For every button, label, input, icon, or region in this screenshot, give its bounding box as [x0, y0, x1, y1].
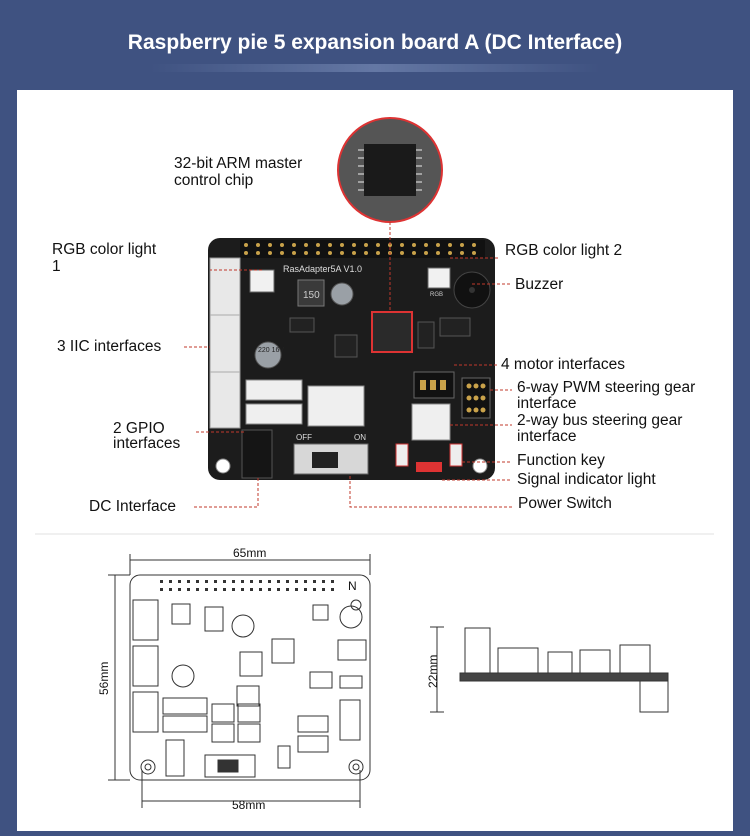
header: Raspberry pie 5 expansion board A (DC In… — [0, 0, 750, 92]
feature-labels: 32-bit ARM master control chip RGB color… — [52, 155, 695, 515]
capacitor — [330, 282, 354, 306]
leader-lines — [184, 257, 512, 508]
on-label: ON — [354, 433, 366, 442]
dim-height: 56mm — [97, 662, 111, 695]
pwm-label-line1: 6-way PWM steering gear — [517, 379, 695, 396]
iic-connector-strip — [209, 257, 241, 429]
signal-led — [416, 462, 442, 472]
function-key — [395, 443, 409, 467]
bus-servo-connector — [411, 403, 451, 441]
mcu-chip — [371, 311, 413, 353]
inductor — [297, 279, 325, 307]
iic-label: 3 IIC interfaces — [57, 338, 161, 355]
dimension-drawing — [108, 554, 669, 808]
rgb-led-1 — [249, 269, 275, 293]
iic-connector-middle — [307, 385, 365, 427]
function-key-label: Function key — [517, 452, 605, 469]
mcu-zoom-circle — [337, 117, 443, 312]
pwm-servo-headers — [461, 377, 491, 419]
product-diagram: RasAdapter5A V1.0 150 220 16V RGB — [35, 117, 714, 812]
motor-label: 4 motor interfaces — [501, 356, 625, 373]
bus-label-line2: interface — [517, 428, 576, 445]
title-underline — [150, 64, 600, 72]
board-photo: RasAdapter5A V1.0 150 220 16V RGB — [208, 238, 495, 480]
dim-width-top: 65mm — [233, 546, 266, 560]
bus-label-line1: 2-way bus steering gear — [517, 412, 682, 429]
gpio-label-line1: 2 GPIO — [113, 420, 165, 437]
capacitor-220uf — [254, 341, 282, 369]
motor-ports — [413, 371, 455, 399]
mcu-label-line2: control chip — [174, 172, 253, 189]
dim-side-height: 22mm — [426, 655, 440, 688]
gpio-header — [240, 240, 485, 258]
pwm-label-line2: interface — [517, 395, 576, 412]
buzzer-label: Buzzer — [515, 276, 563, 293]
corner-mark: N — [348, 579, 357, 593]
rgb1-label-line2: 1 — [52, 258, 61, 275]
mount-hole — [472, 458, 488, 474]
dc-label: DC Interface — [89, 498, 176, 515]
inductor-value: 150 — [303, 290, 320, 301]
dimension-labels: 65mm 58mm 56mm 22mm N — [97, 546, 440, 812]
dc-jack — [241, 429, 273, 479]
gpio-label-line2: interfaces — [113, 435, 180, 452]
page-title: Raspberry pie 5 expansion board A (DC In… — [127, 31, 623, 54]
rgb-led-2 — [427, 267, 451, 289]
gpio-connector-2 — [245, 403, 303, 425]
signal-light-label: Signal indicator light — [517, 471, 656, 488]
rgb2-label: RGB color light 2 — [505, 242, 622, 259]
gpio-connector-1 — [245, 379, 303, 401]
dim-width-bottom: 58mm — [232, 798, 265, 812]
board-silkscreen: RasAdapter5A V1.0 — [283, 264, 362, 274]
power-switch-label: Power Switch — [518, 495, 612, 512]
content-panel: RasAdapter5A V1.0 150 220 16V RGB — [17, 90, 733, 831]
function-key-2 — [449, 443, 463, 467]
capacitor-value: 220 16V — [258, 347, 284, 354]
rgb1-label-line1: RGB color light — [52, 241, 157, 258]
off-label: OFF — [296, 433, 312, 442]
mcu-label-line1: 32-bit ARM master — [174, 155, 302, 172]
rgb-silk: RGB — [430, 292, 443, 298]
mount-hole — [215, 458, 231, 474]
power-switch-lever — [312, 452, 338, 468]
